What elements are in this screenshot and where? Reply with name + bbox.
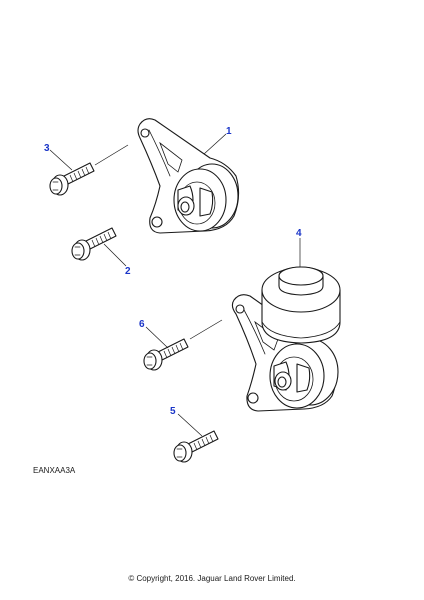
callout-2: 2 xyxy=(125,266,131,277)
leader-line-1 xyxy=(203,133,227,155)
bolt-6 xyxy=(143,338,189,371)
mount-cover-cap xyxy=(261,266,341,344)
callout-5: 5 xyxy=(170,406,176,417)
illustration-code: EANXAA3A xyxy=(33,466,76,475)
assembly-line-bolt-6 xyxy=(189,319,223,340)
leader-line-3 xyxy=(49,149,73,171)
leader-line-2 xyxy=(103,243,127,267)
assembly-line-bolt-3 xyxy=(94,144,129,166)
engine-mount-bracket-upper xyxy=(137,118,240,234)
bolt-3 xyxy=(49,162,95,196)
bolt-5 xyxy=(173,430,219,463)
leader-line-5 xyxy=(177,413,203,437)
callout-6: 6 xyxy=(139,319,145,330)
engine-mount-bracket-lower xyxy=(231,294,339,412)
callout-3: 3 xyxy=(44,143,50,154)
copyright-notice: © Copyright, 2016. Jaguar Land Rover Lim… xyxy=(128,574,296,583)
bolt-2 xyxy=(71,227,117,261)
leader-line-6 xyxy=(145,326,169,349)
callout-1: 1 xyxy=(226,126,232,137)
callout-4: 4 xyxy=(296,228,302,239)
